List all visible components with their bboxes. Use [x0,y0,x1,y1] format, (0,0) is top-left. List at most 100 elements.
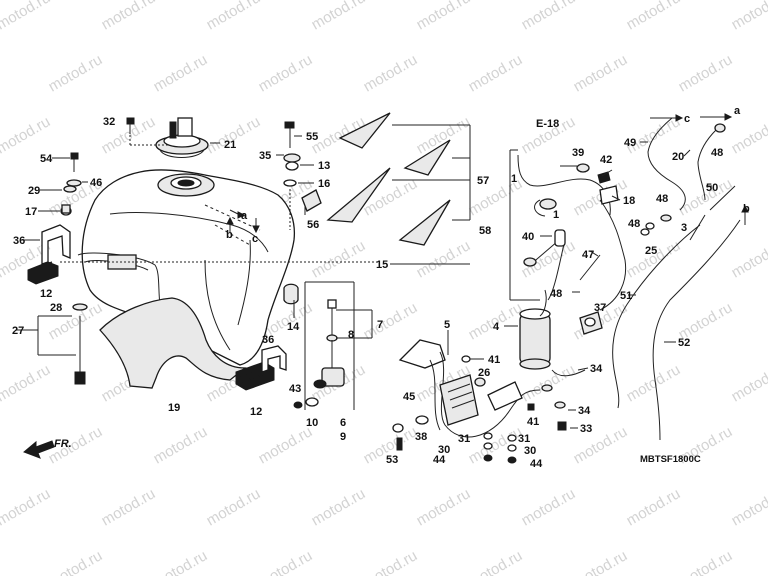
fuel-hoses [509,149,627,311]
label-9: 9 [340,431,346,443]
label-32: 32 [103,116,115,128]
watermark-text: motod.ru [519,485,579,529]
watermark-text: motod.ru [204,0,264,33]
pump-fasteners [392,355,567,464]
label-34b: 34 [578,405,591,417]
bolt-32 [126,117,168,146]
label-43: 43 [289,383,301,395]
arrow-links [226,113,749,234]
label-fr: FR. [54,438,72,450]
bolt-27-28 [37,303,88,385]
watermark-text: motod.ru [519,0,579,33]
bolt-43-10 [293,397,319,409]
label-33: 33 [580,423,592,435]
watermark-text: motod.ru [256,547,316,576]
callout-lines [16,135,712,429]
label-46: 46 [90,177,102,189]
label-51: 51 [620,290,632,302]
label-E18: E-18 [536,118,559,130]
label-40: 40 [522,231,534,243]
callout-15 [60,261,470,265]
watermark-text: motod.ru [309,0,369,33]
label-54: 54 [40,153,53,165]
watermark-text: motod.ru [466,51,526,95]
label-a: a [734,105,741,117]
label-47: 47 [582,249,594,261]
bracket-36-right [261,345,287,373]
label-28: 28 [50,302,62,314]
part-labels: 32 21 54 29 46 17 36 12 28 27 19 12 36 1… [12,105,750,470]
watermark-text: motod.ru [151,51,211,95]
label-13: 13 [318,160,330,172]
watermark-text: motod.ru [414,0,474,33]
label-b: b [743,203,750,215]
label-56: 56 [307,219,319,231]
label-26: 26 [478,367,490,379]
watermark-text: motod.ru [729,485,768,529]
label-10: 10 [306,417,318,429]
bolt-55-stack [283,121,301,230]
label-12a: 12 [40,288,52,300]
drain-tubes [612,219,741,441]
label-48c: 48 [656,193,668,205]
watermark-text: motod.ru [729,237,768,281]
fuel-cap [155,117,209,158]
label-52: 52 [678,337,690,349]
label-35: 35 [259,150,271,162]
label-8: 8 [348,329,354,341]
label-55: 55 [306,131,318,143]
label-27: 27 [12,325,24,337]
watermark-text: motod.ru [361,547,421,576]
diagram-code: MBTSF1800C [640,454,701,465]
watermark-text: motod.ru [204,485,264,529]
label-36a: 36 [13,235,25,247]
fuel-valve [304,281,373,410]
watermark-text: motod.ru [466,547,526,576]
label-16: 16 [318,178,330,190]
watermark-text: motod.ru [624,485,684,529]
label-50: 50 [706,182,718,194]
label-14: 14 [287,321,300,333]
label-20: 20 [672,151,684,163]
fuel-tank [81,169,296,366]
watermark-text: motod.ru [361,51,421,95]
label-39: 39 [572,147,584,159]
decals-57 [326,112,471,246]
label-18: 18 [623,195,635,207]
label-49: 49 [624,137,636,149]
label-7: 7 [377,319,383,331]
clamp-37 [579,311,603,335]
label-c: c [684,113,690,125]
label-53: 53 [386,454,398,466]
label-44a: 44 [433,454,446,466]
label-41b: 41 [527,416,539,428]
watermark-text: motod.ru [0,113,53,157]
label-3: 3 [681,222,687,234]
watermark-text: motod.ru [624,237,684,281]
label-6: 6 [340,417,346,429]
label-25: 25 [645,245,657,257]
watermark-text: motod.ru [676,51,736,95]
label-30b: 30 [524,445,536,457]
label-30a: 30 [438,444,450,456]
label-48a: 48 [550,288,562,300]
label-1a: 1 [511,173,517,185]
front-direction-arrow [23,440,55,459]
watermark-text: motod.ru [0,485,53,529]
label-c-tank: c [252,233,258,245]
watermark-text: motod.ru [46,51,106,95]
watermark-text: motod.ru [309,485,369,529]
watermark-text: motod.ru [624,0,684,33]
label-19: 19 [168,402,180,414]
rubber-12-left [27,261,59,285]
connectors-39-42 [576,163,619,205]
watermark-text: motod.ru [99,485,159,529]
label-37: 37 [594,302,606,314]
label-57: 57 [477,175,489,187]
watermark-text: motod.ru [361,299,421,343]
watermark-text: motod.ru [46,547,106,576]
label-34a: 34 [590,363,603,375]
watermark-text: motod.ru [256,423,316,467]
